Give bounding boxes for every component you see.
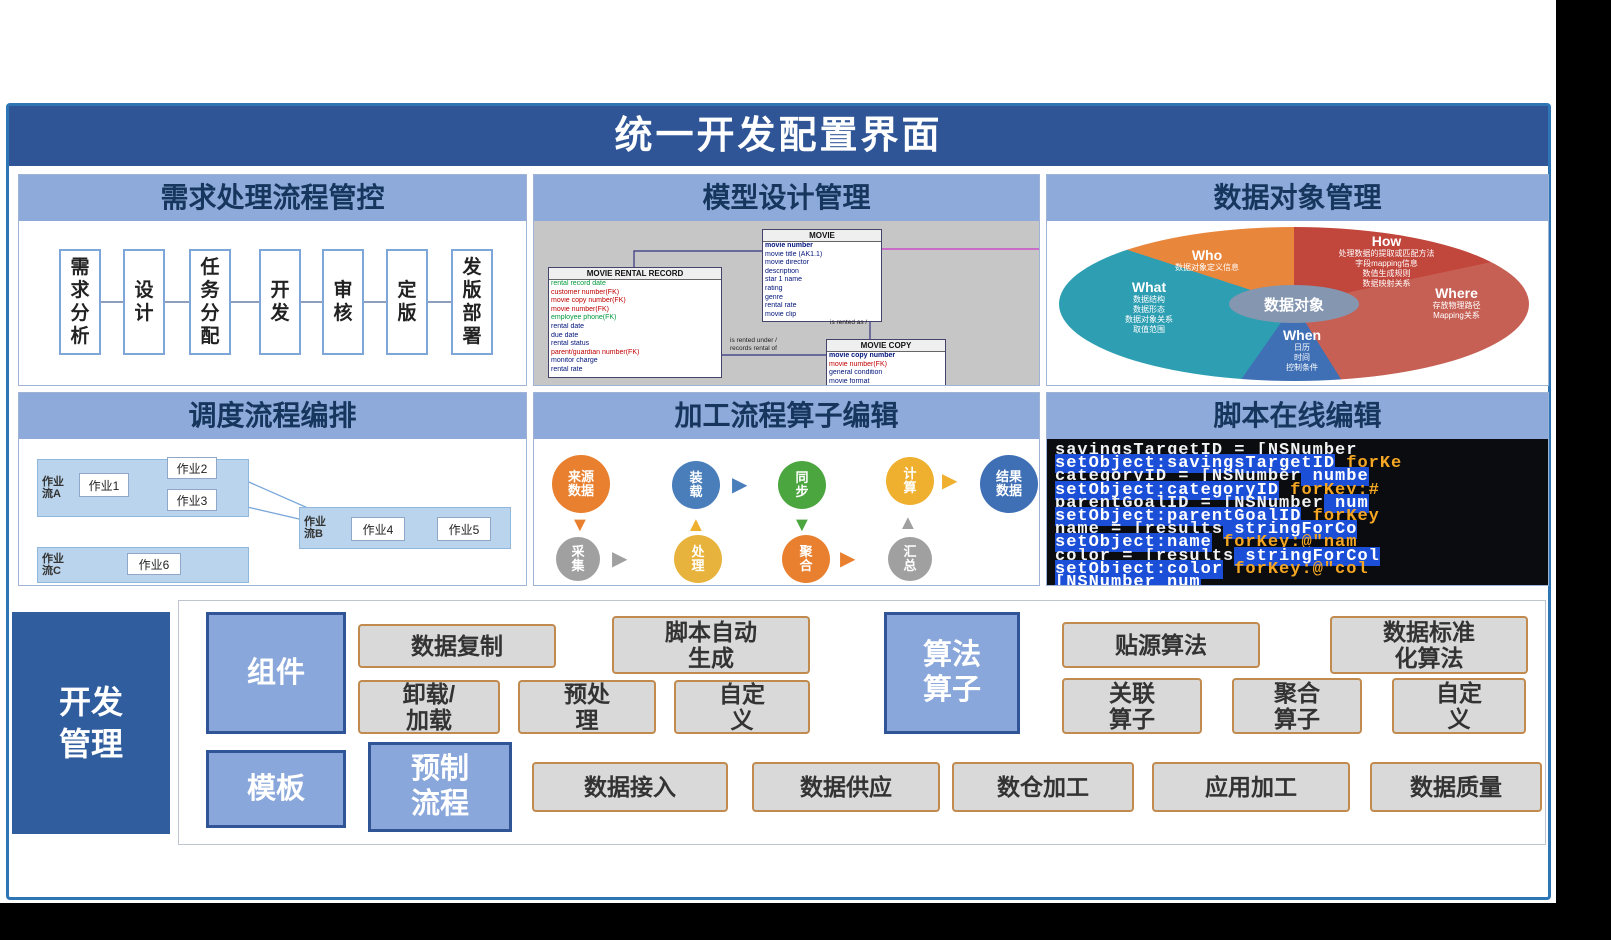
panel-scheduling: 调度流程编排 作业 流A 作业1 作业2 作业3 作业 流B 作业4 作业5 作… (18, 392, 527, 586)
job-4: 作业4 (351, 517, 405, 541)
code-line: setObject:categoryID forKey:# (1055, 480, 1380, 500)
group-components-label: 组件 (206, 612, 346, 734)
algo-btn-custom: 自定 义 (1392, 678, 1526, 734)
panel-operator-editing: 加工流程算子编辑 来源 数据 装 载 ▶ 同 步 计 算 ▶ 结果 数据 ▼ ▲… (533, 392, 1040, 586)
panel-data-object-title: 数据对象管理 (1047, 175, 1548, 222)
job-1: 作业1 (79, 473, 129, 497)
code-line: [NSNumber num (1055, 573, 1540, 585)
node-summarize: 汇 总 (888, 537, 932, 581)
code-editor: savingsTargetID = [NSNumber setObject:sa… (1047, 439, 1548, 585)
arrow-down-green-icon: ▼ (792, 514, 812, 536)
panel-script-editing: 脚本在线编辑 savingsTargetID = [NSNumber setOb… (1046, 392, 1549, 586)
template-btn-application-processing: 应用加工 (1152, 762, 1350, 812)
job-5: 作业5 (437, 517, 491, 541)
arrow-right-gray-icon: ▶ (612, 548, 628, 570)
dev-management-label: 开发 管理 (12, 612, 170, 834)
flow-step-review: 审核 (322, 249, 364, 355)
component-btn-preprocess: 预处 理 (518, 680, 656, 734)
group-algorithm-label: 算法 算子 (884, 612, 1020, 734)
component-btn-custom: 自定 义 (674, 680, 810, 734)
panel-operator-editing-title: 加工流程算子编辑 (534, 393, 1039, 440)
node-load: 装 载 (672, 461, 720, 509)
arrow-right-blue-icon: ▶ (732, 474, 748, 496)
panel-model-design: 模型设计管理 MOVIE RENTAL RECORD rental record… (533, 174, 1040, 386)
flow-step-task-assign: 任务分配 (189, 249, 231, 355)
er-table-movie-copy: MOVIE COPY movie copy number movie numbe… (826, 339, 946, 385)
job-6: 作业6 (127, 553, 181, 575)
arrow-down-orange-icon: ▼ (570, 514, 590, 536)
node-calc: 计 算 (886, 457, 934, 505)
arrow-right-yellow-icon: ▶ (942, 470, 958, 492)
requirements-flow: 需求分析 设计 任务分配 开发 审核 定版 发版部署 (19, 221, 526, 385)
flow-step-release: 发版部署 (451, 249, 493, 355)
node-source-data: 来源 数据 (552, 455, 610, 513)
flow-step-design: 设计 (123, 249, 165, 355)
panel-script-editing-title: 脚本在线编辑 (1047, 393, 1548, 440)
er-table-movie-rental-record: MOVIE RENTAL RECORD rental record date c… (548, 267, 722, 378)
component-btn-data-copy: 数据复制 (358, 624, 556, 668)
operator-canvas: 来源 数据 装 载 ▶ 同 步 计 算 ▶ 结果 数据 ▼ ▲ ▼ ▲ 采 集 … (534, 439, 1039, 585)
panel-scheduling-title: 调度流程编排 (19, 393, 526, 440)
wheel-segment-how: How 处理数据的提取或匹配方法 字段mapping信息 数值生成规则 数据映射… (1338, 233, 1435, 288)
er-connector-lines (633, 248, 1039, 356)
template-btn-data-access: 数据接入 (532, 762, 728, 812)
component-btn-unload-load: 卸载/ 加载 (358, 680, 500, 734)
job-2: 作业2 (167, 457, 217, 479)
job-3: 作业3 (167, 489, 217, 511)
flow-step-develop: 开发 (259, 249, 301, 355)
panel-data-object: 数据对象管理 数据对象 Who 数据对象定义信息 How 处理数据的提取或匹配方… (1046, 174, 1549, 386)
bottom-black-strip (0, 903, 1611, 940)
wheel-center-label: 数据对象 (1229, 285, 1359, 323)
wheel-segment-where: Where 存放物理路径 Mapping关系 (1432, 285, 1481, 320)
panel-requirements-title: 需求处理流程管控 (19, 175, 526, 222)
er-table-movie: MOVIE movie number movie title (AK1.1) m… (762, 229, 882, 323)
template-btn-data-supply: 数据供应 (752, 762, 940, 812)
node-collect: 采 集 (556, 537, 600, 581)
wheel-segment-who: Who 数据对象定义信息 (1175, 247, 1239, 272)
node-process: 处 理 (674, 535, 722, 583)
page-title: 统一开发配置界面 (9, 106, 1548, 166)
node-sync: 同 步 (778, 461, 826, 509)
panel-requirements: 需求处理流程管控 需求分析 设计 任务分配 开发 审核 定版 发版部署 (18, 174, 527, 386)
right-black-strip (1556, 0, 1611, 940)
panel-model-design-title: 模型设计管理 (534, 175, 1039, 222)
er-diagram: MOVIE RENTAL RECORD rental record date c… (534, 221, 1039, 385)
scheduling-canvas: 作业 流A 作业1 作业2 作业3 作业 流B 作业4 作业5 作业 流C 作业… (19, 439, 526, 585)
component-btn-script-autogen: 脚本自动 生成 (612, 616, 810, 674)
wheel-segment-what: What 数据结构 数据形态 数据对象关系 取值范围 (1125, 279, 1173, 334)
flow-step-finalize: 定版 (386, 249, 428, 355)
algo-btn-source-algorithm: 贴源算法 (1062, 622, 1260, 668)
er-label-rented-as: is rented as / (830, 319, 868, 326)
arrow-up-gray-icon: ▲ (898, 512, 918, 534)
group-template-label: 模板 (206, 750, 346, 828)
algo-btn-relation-operator: 关联 算子 (1062, 678, 1202, 734)
wheel-segment-when: When 日历 时间 控制条件 (1282, 327, 1322, 372)
data-object-wheel-area: 数据对象 Who 数据对象定义信息 How 处理数据的提取或匹配方法 字段map… (1047, 221, 1548, 385)
algo-btn-standardization: 数据标准 化算法 (1330, 616, 1528, 674)
flow-step-analysis: 需求分析 (59, 249, 101, 355)
node-result-data: 结果 数据 (980, 455, 1038, 513)
er-label-rented-under: is rented under / records rental of (730, 337, 777, 352)
algo-btn-aggregate-operator: 聚合 算子 (1232, 678, 1362, 734)
code-line: setObject:savingsTargetID forKe (1055, 454, 1403, 474)
arrow-right-orange-icon: ▶ (840, 548, 856, 570)
template-btn-warehouse-processing: 数仓加工 (952, 762, 1134, 812)
node-aggregate: 聚 合 (782, 535, 830, 583)
arrow-up-yellow-icon: ▲ (686, 514, 706, 536)
template-preset-flow-label: 预制 流程 (368, 742, 512, 832)
job-flow-a: 作业 流A (37, 459, 249, 517)
template-btn-data-quality: 数据质量 (1370, 762, 1542, 812)
